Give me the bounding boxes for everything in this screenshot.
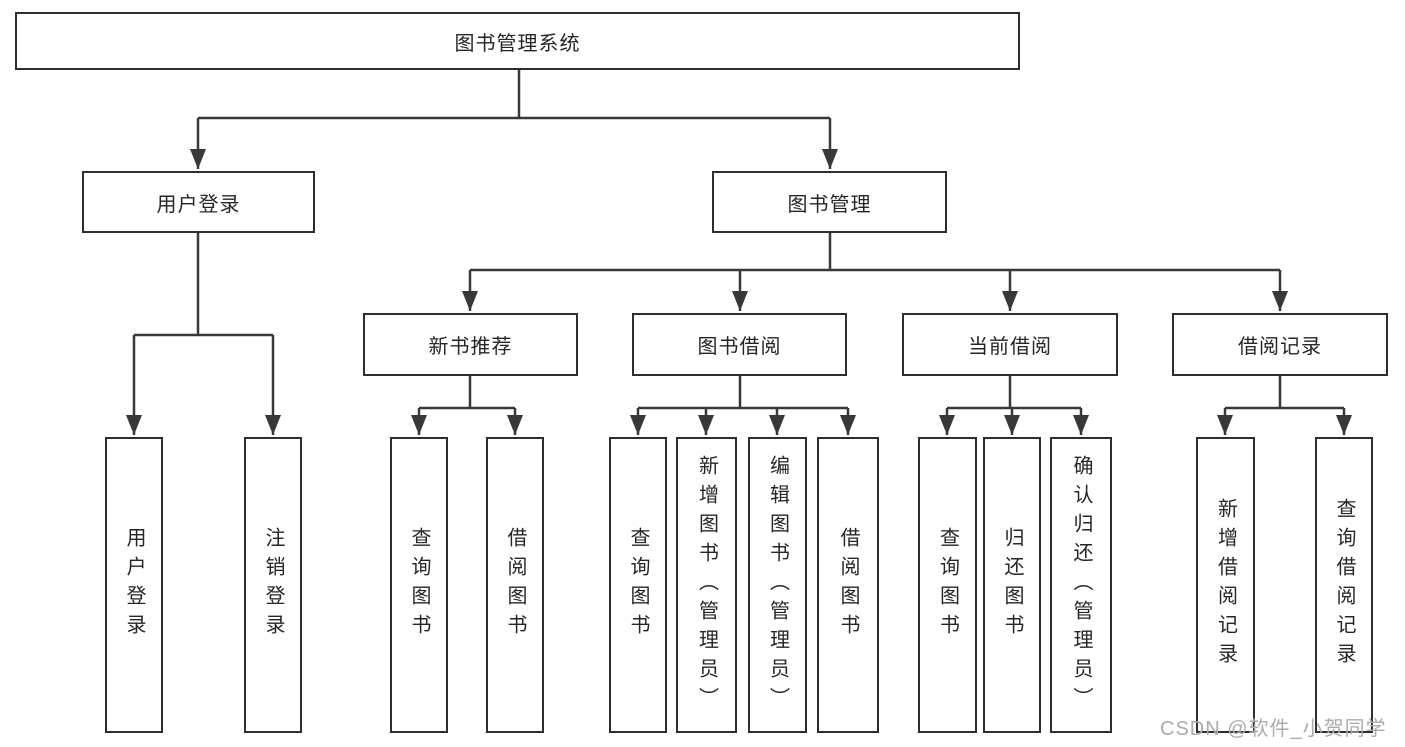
- leaf-label: 新增借阅记录: [1214, 498, 1237, 672]
- leaf-label: 查询图书: [627, 527, 649, 643]
- leaf-query-books-2: 查询图书: [609, 437, 667, 733]
- leaf-label: 借阅图书: [837, 527, 859, 643]
- connector-root-spine: [198, 69, 830, 120]
- leaf-label: 借阅图书: [504, 527, 526, 643]
- node-user-login: 用户登录: [82, 171, 315, 233]
- leaf-edit-books-admin: 编辑图书（管理员）: [748, 437, 807, 733]
- node-borrowing-records: 借阅记录: [1172, 313, 1388, 376]
- csdn-watermark: CSDN @软件_小贺同学: [1160, 718, 1387, 740]
- connector-current-borrowing-spine: [947, 376, 1081, 410]
- leaf-label: 用户登录: [123, 527, 145, 643]
- leaf-logout: 注销登录: [244, 437, 302, 733]
- connector-new-book-spine: [419, 376, 515, 410]
- leaf-label: 注销登录: [262, 527, 284, 643]
- leaf-label: 编辑图书（管理员）: [766, 454, 789, 716]
- leaf-add-books-admin: 新增图书（管理员）: [676, 437, 737, 733]
- leaf-user-login: 用户登录: [105, 437, 163, 733]
- connector-book-borrowing-spine: [638, 376, 848, 410]
- leaf-add-borrow-record: 新增借阅记录: [1196, 437, 1255, 733]
- leaf-label: 查询图书: [936, 527, 959, 643]
- node-new-book-recommend: 新书推荐: [363, 313, 578, 376]
- connector-book-management-spine: [470, 233, 1280, 272]
- connector-borrowing-records-spine: [1225, 376, 1344, 410]
- leaf-borrow-books-2: 借阅图书: [817, 437, 879, 733]
- leaf-label: 归还图书: [1001, 527, 1023, 643]
- node-book-management: 图书管理: [712, 171, 947, 233]
- leaf-borrow-books-1: 借阅图书: [486, 437, 544, 733]
- leaf-label: 确认归还（管理员）: [1070, 454, 1092, 716]
- leaf-return-books: 归还图书: [983, 437, 1041, 733]
- node-book-borrowing: 图书借阅: [632, 313, 847, 376]
- leaf-label: 查询借阅记录: [1333, 498, 1355, 672]
- connector-user-login-spine: [134, 233, 273, 337]
- node-current-borrowing: 当前借阅: [902, 313, 1118, 376]
- leaf-query-borrow-record: 查询借阅记录: [1315, 437, 1373, 733]
- leaf-label: 新增图书（管理员）: [695, 454, 718, 716]
- leaf-label: 查询图书: [408, 527, 430, 643]
- leaf-confirm-return-admin: 确认归还（管理员）: [1050, 437, 1112, 733]
- node-root-library-system: 图书管理系统: [15, 12, 1020, 70]
- leaf-query-books-1: 查询图书: [390, 437, 448, 733]
- leaf-query-books-3: 查询图书: [918, 437, 977, 733]
